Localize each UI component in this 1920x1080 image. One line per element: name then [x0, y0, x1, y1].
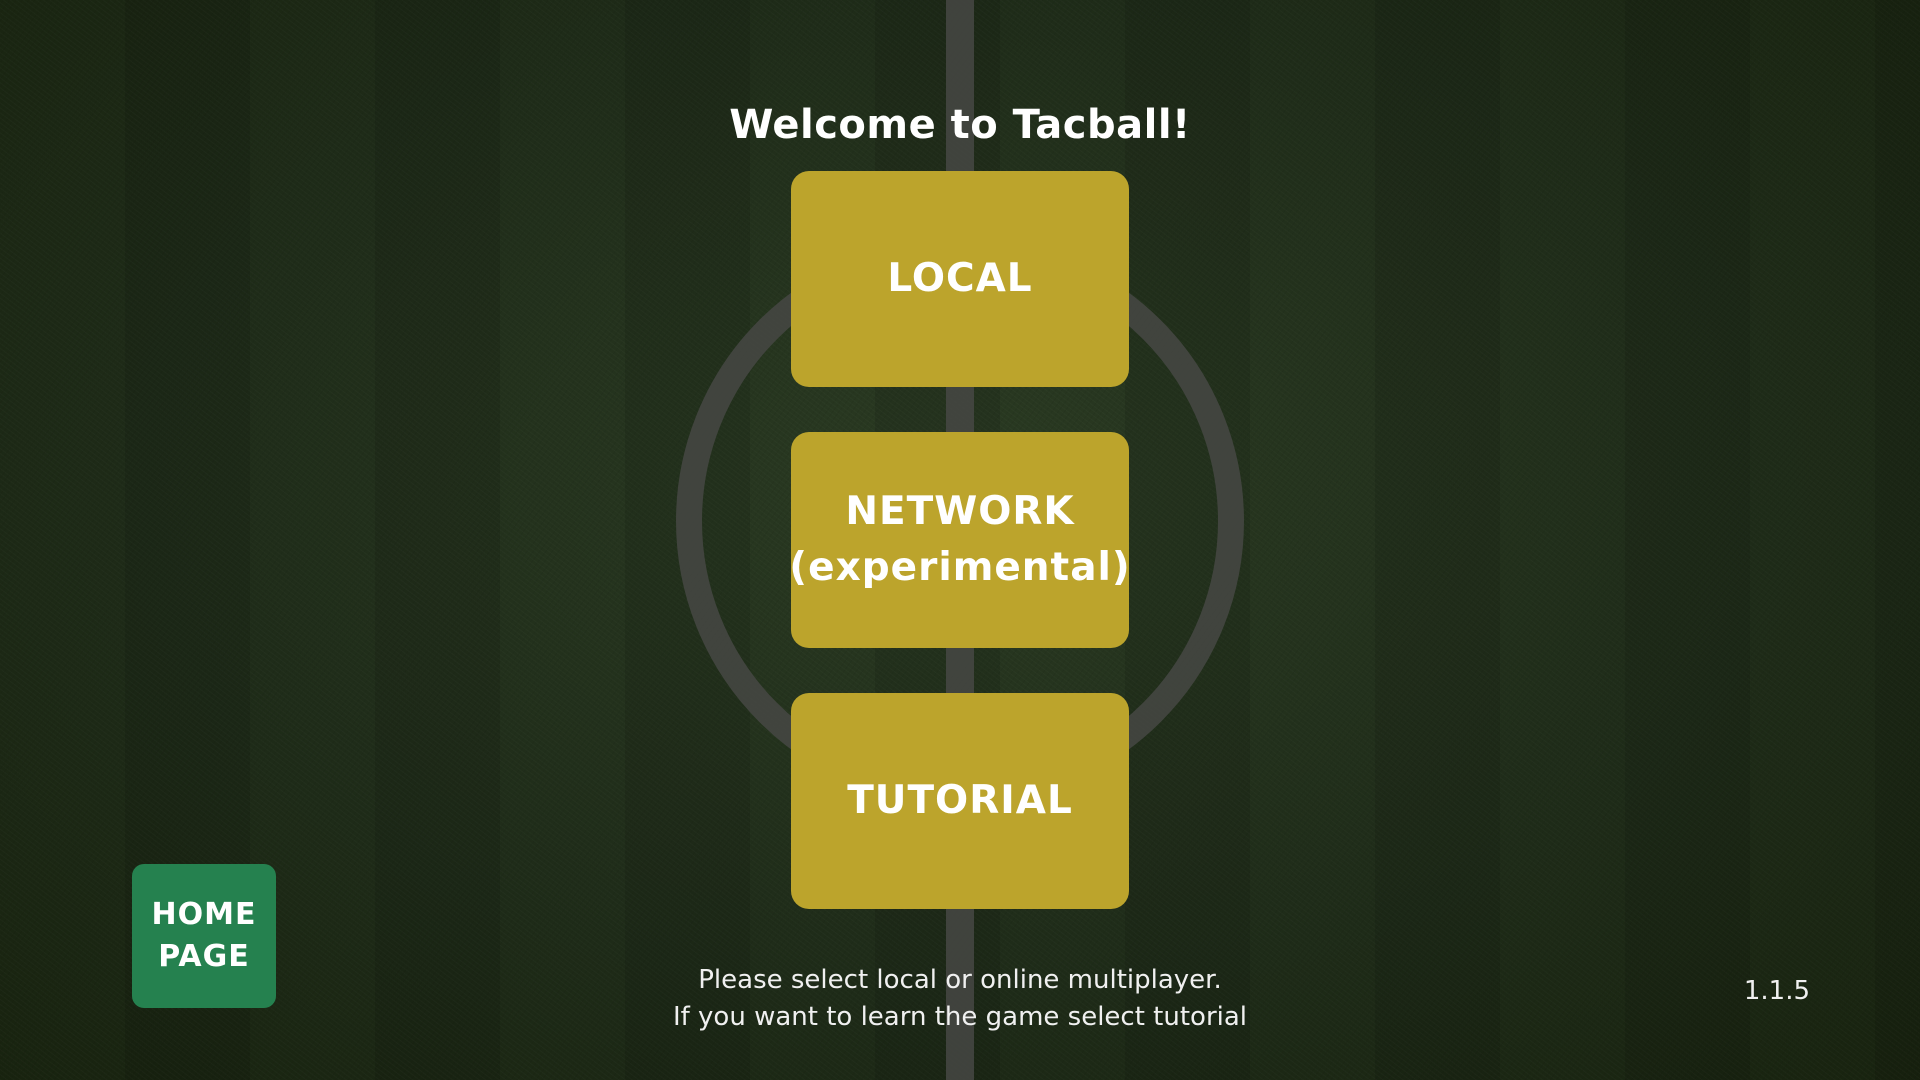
page-title: Welcome to Tacball! — [729, 102, 1191, 148]
instructions-line-1: Please select local or online multiplaye… — [698, 965, 1222, 995]
instructions-line-2: If you want to learn the game select tut… — [672, 1002, 1248, 1032]
tutorial-button-label: TUTORIAL — [847, 778, 1073, 823]
home-page-label-line2: PAGE — [158, 939, 250, 974]
network-button[interactable]: NETWORK (experimental) — [789, 432, 1131, 648]
network-button-sublabel: (experimental) — [789, 545, 1131, 590]
tutorial-button[interactable]: TUTORIAL — [791, 693, 1129, 909]
version-label: 1.1.5 — [1743, 976, 1810, 1006]
network-button-label: NETWORK — [845, 489, 1075, 534]
home-page-label-line1: HOME — [151, 897, 257, 932]
local-button-label: LOCAL — [887, 256, 1033, 301]
home-page-button[interactable]: HOME PAGE — [132, 864, 276, 1008]
local-button[interactable]: LOCAL — [791, 171, 1129, 387]
instructions-text: Please select local or online multiplaye… — [560, 962, 1360, 1036]
